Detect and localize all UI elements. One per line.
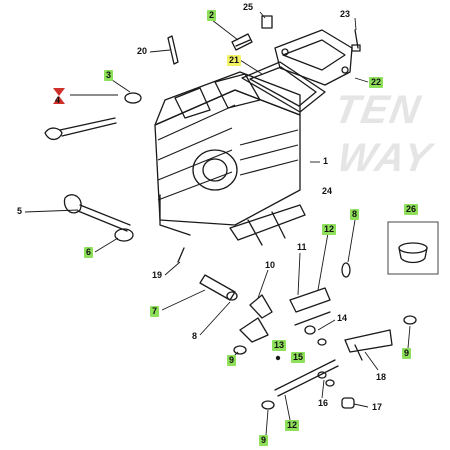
stud-19 (177, 247, 185, 263)
callout-2: 2 (207, 10, 217, 21)
exhaust-valve (63, 194, 131, 232)
callout-18: 18 (376, 372, 387, 382)
valve-guide-short (167, 35, 179, 65)
callout-7: 7 (150, 306, 160, 317)
ring-16a (317, 371, 327, 379)
washer-9-right (403, 315, 417, 325)
callout-5: 5 (17, 206, 23, 216)
intake-adapter (229, 204, 306, 246)
callout-12-bottom: 12 (285, 420, 300, 431)
valve-cover-gasket (241, 61, 326, 113)
callout-17: 17 (372, 402, 383, 412)
rocker-arm (239, 294, 273, 343)
callout-8-left: 8 (192, 331, 198, 341)
callout-3: 3 (104, 70, 114, 81)
callout-6: 6 (84, 247, 94, 258)
callout-14: 14 (337, 313, 348, 323)
callout-13: 13 (272, 340, 287, 351)
washer-8 (341, 262, 351, 278)
valve-guide (231, 33, 253, 51)
valve-spring-seat-upper (124, 92, 142, 104)
bolt-25 (261, 15, 273, 29)
callout-10: 10 (265, 260, 276, 270)
valve-cover (274, 29, 353, 86)
callout-25: 25 (243, 2, 254, 12)
callout-16: 16 (318, 398, 329, 408)
rocker-arm-assembly (289, 287, 331, 326)
bolt-23 (351, 29, 361, 52)
marker-icon (53, 88, 65, 104)
callout-11: 11 (297, 242, 307, 252)
rocker-arm-18 (344, 329, 393, 361)
callout-19: 19 (152, 270, 163, 280)
callout-23: 23 (340, 9, 351, 19)
dot-13 (275, 355, 281, 361)
leader-lines (24, 11, 411, 436)
callout-24: 24 (322, 186, 333, 196)
callout-1: 1 (323, 156, 329, 166)
rocker-shaft (199, 274, 238, 301)
callout-22: 22 (369, 77, 384, 88)
inset-box-26 (387, 221, 439, 275)
bushing-14b (317, 338, 327, 346)
callout-15: 15 (291, 352, 306, 363)
callout-4: 4 (55, 95, 61, 105)
washer-9-left (233, 345, 247, 355)
callout-12-top: 12 (322, 224, 337, 235)
callout-9-right: 9 (402, 348, 412, 359)
callout-9-left: 9 (227, 355, 237, 366)
ring-16b (325, 379, 335, 387)
callout-20: 20 (137, 46, 148, 56)
cylinder-head (154, 71, 301, 236)
callout-26: 26 (404, 204, 419, 215)
washer-9-bottom (261, 400, 275, 410)
callout-8-right: 8 (350, 209, 360, 220)
callout-21: 21 (227, 55, 242, 66)
intake-valve (44, 117, 117, 141)
pin-shaft (274, 359, 339, 397)
valve-spring-seat-lower (114, 228, 134, 242)
callout-9-bottom: 9 (259, 435, 269, 446)
bushing-14 (304, 325, 316, 335)
cap-17 (341, 397, 355, 409)
